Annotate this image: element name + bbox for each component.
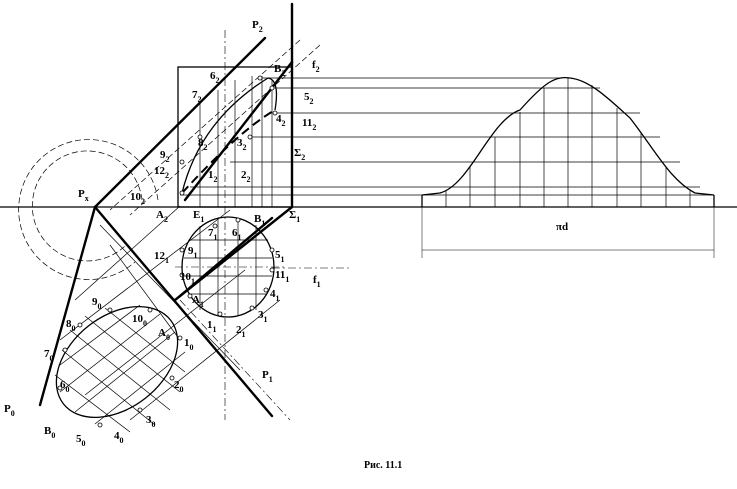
svg-text:A2: A2 xyxy=(156,209,168,224)
svg-text:Σ1: Σ1 xyxy=(289,209,300,224)
svg-text:101: 101 xyxy=(180,271,195,286)
svg-text:72: 72 xyxy=(192,89,202,104)
svg-text:Σ2: Σ2 xyxy=(294,147,305,162)
svg-text:100: 100 xyxy=(132,313,147,328)
svg-text:71: 71 xyxy=(208,227,218,242)
svg-text:10: 10 xyxy=(184,337,194,352)
svg-text:11: 11 xyxy=(207,319,217,334)
labels: P2 f2 B2 62 72 52 42 112 82 32 Σ2 92 122… xyxy=(4,19,321,448)
svg-text:31: 31 xyxy=(258,309,268,324)
svg-text:41: 41 xyxy=(270,288,280,303)
svg-text:21: 21 xyxy=(236,324,246,339)
svg-text:70: 70 xyxy=(44,348,54,363)
svg-text:111: 111 xyxy=(275,269,289,284)
base-circle-horizontal xyxy=(175,216,285,318)
svg-text:f1: f1 xyxy=(313,274,321,289)
svg-text:90: 90 xyxy=(92,296,102,311)
svg-text:80: 80 xyxy=(66,318,76,333)
svg-text:91: 91 xyxy=(188,245,198,260)
svg-text:50: 50 xyxy=(76,433,86,448)
svg-text:B0: B0 xyxy=(44,425,55,440)
svg-text:20: 20 xyxy=(174,379,184,394)
svg-text:P0: P0 xyxy=(4,403,15,418)
svg-text:112: 112 xyxy=(302,117,316,132)
svg-text:Px: Px xyxy=(78,188,89,203)
svg-text:92: 92 xyxy=(160,149,170,164)
trace-p2 xyxy=(93,36,267,209)
svg-text:121: 121 xyxy=(154,250,169,265)
construction-points xyxy=(57,75,278,428)
section-ellipse-frontal xyxy=(181,30,278,420)
development-length-label: πd xyxy=(556,221,568,233)
section-ellipse-true-size xyxy=(54,304,186,433)
svg-text:82: 82 xyxy=(198,137,208,152)
svg-text:P2: P2 xyxy=(252,19,263,34)
figure-caption: Рис. 11.1 xyxy=(364,460,402,471)
svg-text:A1: A1 xyxy=(192,294,204,309)
svg-text:B2: B2 xyxy=(274,63,285,78)
trace-p0 xyxy=(38,205,97,407)
svg-text:60: 60 xyxy=(60,379,70,394)
svg-text:122: 122 xyxy=(154,165,169,180)
svg-text:102: 102 xyxy=(130,191,145,206)
construction-arcs xyxy=(18,139,159,280)
svg-text:30: 30 xyxy=(146,414,156,429)
svg-text:32: 32 xyxy=(237,137,247,152)
svg-text:52: 52 xyxy=(304,91,314,106)
frontal-f1 xyxy=(178,216,274,298)
svg-text:61: 61 xyxy=(232,227,242,242)
svg-text:f2: f2 xyxy=(312,59,320,74)
svg-text:22: 22 xyxy=(241,169,251,184)
development-curve xyxy=(421,77,715,258)
svg-text:E1: E1 xyxy=(193,209,204,224)
projection-lines xyxy=(180,77,712,196)
svg-text:42: 42 xyxy=(276,113,286,128)
svg-text:40: 40 xyxy=(114,430,124,445)
svg-text:P1: P1 xyxy=(262,369,273,384)
svg-text:B1: B1 xyxy=(254,213,265,228)
svg-text:12: 12 xyxy=(208,169,218,184)
svg-text:62: 62 xyxy=(210,70,220,85)
frontal-f2 xyxy=(183,60,294,202)
svg-text:51: 51 xyxy=(275,249,285,264)
svg-text:A0: A0 xyxy=(158,327,170,342)
rotation-lines xyxy=(59,39,321,421)
